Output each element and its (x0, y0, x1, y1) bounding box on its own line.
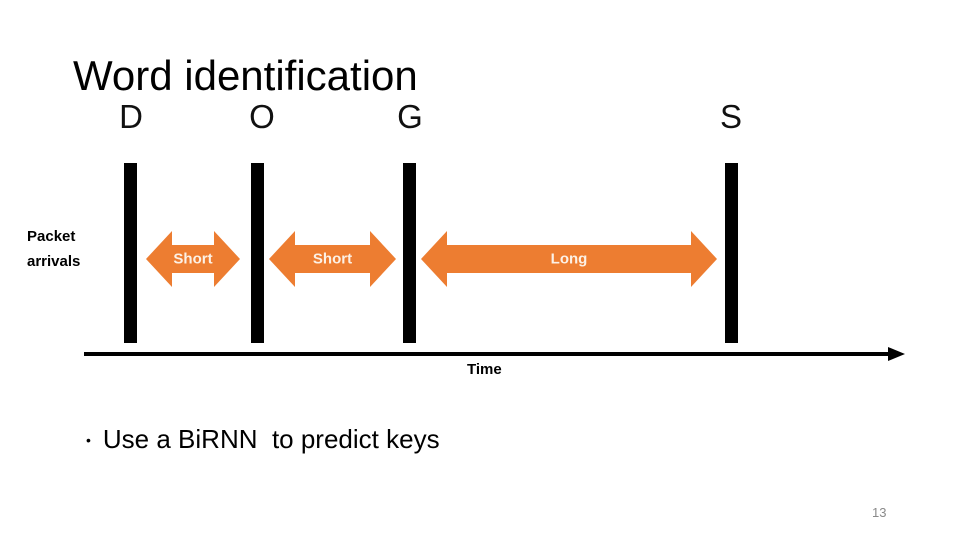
time-axis-arrowhead-icon (888, 347, 905, 361)
packet-arrivals-label: Packet arrivals (27, 228, 81, 270)
key-letter-g: G (397, 98, 423, 135)
arrow-shaft (447, 245, 691, 273)
slide-title: Word identification (73, 52, 418, 99)
time-axis-line (84, 352, 889, 356)
key-letter-s: S (719, 98, 743, 135)
interval-arrow-long: Long (421, 231, 717, 287)
packet-arrival-bar (251, 163, 264, 343)
interval-arrow-short-1: Short (146, 231, 240, 287)
packet-arrival-bar (403, 163, 416, 343)
key-letter-d: D (119, 98, 143, 135)
packet-arrival-bar (124, 163, 137, 343)
arrow-right-head-icon (691, 231, 717, 287)
bullet-text: Use a BiRNN to predict keys (102, 424, 440, 454)
interval-arrow-short-2: Short (269, 231, 396, 287)
bullet-marker-icon: • (86, 431, 91, 448)
arrow-right-head-icon (214, 231, 240, 287)
page-number: 13 (872, 505, 887, 520)
interval-label: Long (550, 250, 588, 268)
interval-label: Short (312, 250, 353, 268)
arrow-right-head-icon (370, 231, 396, 287)
arrow-shaft (295, 245, 370, 273)
packet-arrival-bar (725, 163, 738, 343)
time-axis-label: Time (467, 361, 502, 378)
arrow-shaft (172, 245, 214, 273)
interval-label: Short (173, 250, 213, 268)
arrow-left-head-icon (146, 231, 172, 287)
bullet-item: • Use a BiRNN to predict keys (86, 424, 440, 455)
arrow-left-head-icon (421, 231, 447, 287)
arrow-left-head-icon (269, 231, 295, 287)
key-letter-o: O (249, 98, 275, 135)
